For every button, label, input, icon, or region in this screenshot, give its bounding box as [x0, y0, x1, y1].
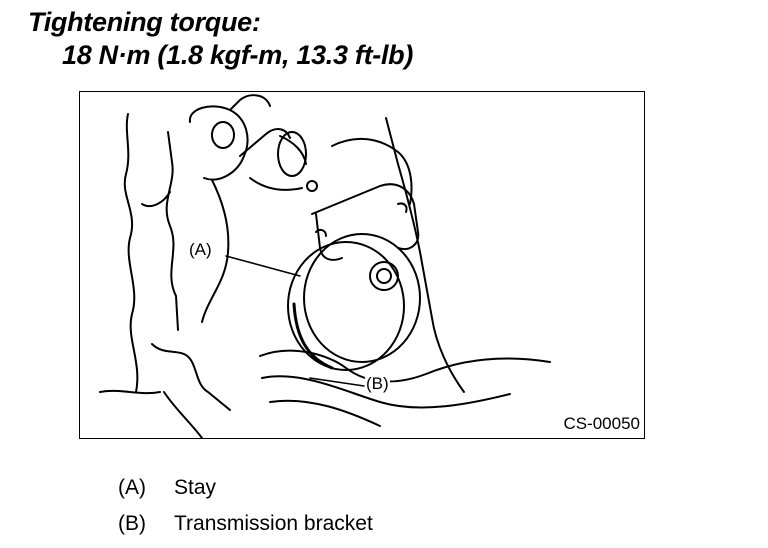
component-illustration: (A) (B) CS-00050 — [79, 91, 645, 439]
leader-line-a — [225, 255, 301, 277]
torque-heading: Tightening torque: 18 N·m (1.8 kgf-m, 13… — [28, 6, 413, 72]
legend-row-transmission-bracket: (B) Transmission bracket — [118, 506, 373, 542]
bracket-edge — [259, 349, 551, 383]
stay-bolt-mark — [315, 228, 327, 237]
block-detail — [99, 389, 161, 395]
block-outline — [165, 131, 179, 331]
legend-row-stay: (A) Stay — [118, 470, 373, 506]
mount-body-front — [303, 233, 421, 363]
torque-value: 18 N·m (1.8 kgf-m, 13.3 ft-lb) — [62, 40, 414, 70]
center-nut — [369, 261, 399, 291]
pipe-edge — [239, 128, 291, 157]
callout-a: (A) — [188, 240, 213, 260]
legend-text: Stay — [174, 476, 217, 499]
stay-bolt-mark — [397, 202, 408, 213]
torque-label: Tightening torque: — [28, 7, 261, 37]
casting-edge — [331, 137, 413, 205]
pipe-edge — [249, 177, 303, 191]
mount-body-back — [287, 241, 405, 371]
housing-edge — [385, 117, 465, 393]
bolt-head — [306, 180, 318, 192]
leader-line-b — [309, 377, 365, 387]
stay-bracket — [311, 183, 420, 250]
bracket-edge — [269, 399, 381, 427]
center-stud — [376, 268, 392, 284]
bracket-edge — [261, 375, 511, 409]
mount-edge — [229, 94, 271, 111]
callout-b: (B) — [365, 374, 390, 394]
block-outline — [123, 113, 139, 393]
pipe-end — [277, 131, 307, 177]
block-detail — [151, 343, 231, 411]
block-edge — [201, 179, 230, 323]
legend-key: (A) — [118, 476, 146, 499]
legend-key: (B) — [118, 512, 146, 535]
mount-shading — [292, 302, 334, 370]
block-detail — [163, 391, 203, 438]
illustration-drawing — [99, 94, 551, 438]
figure-code: CS-00050 — [563, 414, 640, 433]
legend-text: Transmission bracket — [174, 512, 373, 535]
block-detail — [141, 191, 171, 208]
mount-hole — [211, 121, 235, 149]
legend: (A) Stay (B) Transmission bracket — [118, 470, 373, 542]
mount-boss — [188, 105, 249, 181]
